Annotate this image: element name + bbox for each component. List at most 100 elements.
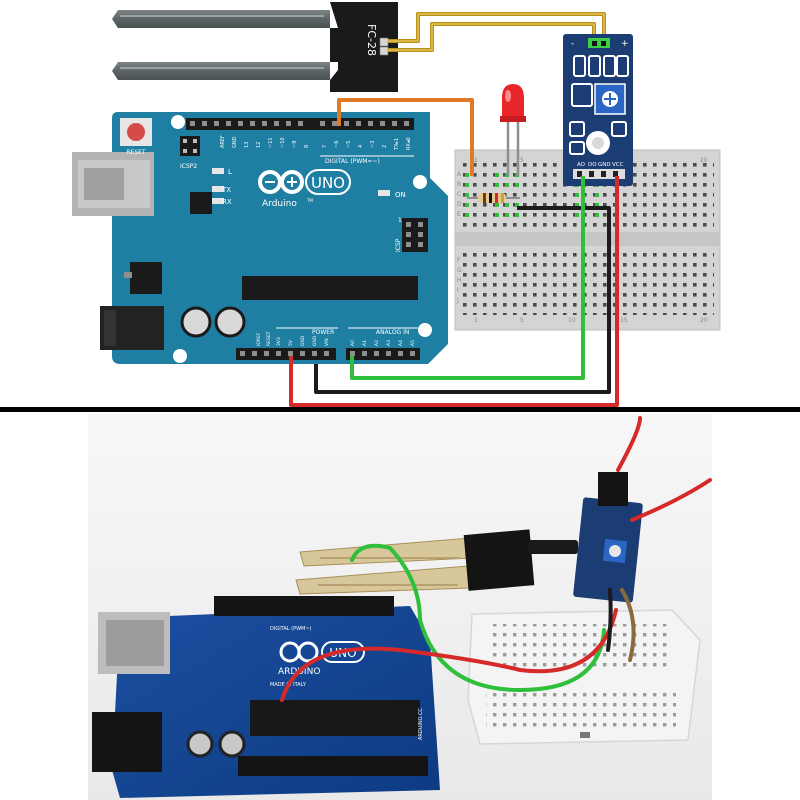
photo-arduino-board: UNO ARDUINO MADE IN ITALY DIGITAL (PWM~)… bbox=[92, 596, 440, 798]
digital-pin-labels: AREF GND 13 12 ~11 ~10 ~9 8 7 ~6 ~5 4 ~3… bbox=[220, 135, 412, 151]
photo-wire-brown bbox=[620, 588, 636, 662]
col-number: 1 bbox=[474, 317, 478, 324]
photo-power-jack bbox=[92, 712, 162, 772]
row-letter: J bbox=[456, 297, 459, 304]
wire-gnd bbox=[314, 206, 611, 394]
mount-hole bbox=[413, 175, 427, 189]
probe-head bbox=[330, 2, 398, 92]
led bbox=[500, 84, 526, 176]
photo-digital-header bbox=[214, 596, 394, 616]
pin-label: A4 bbox=[398, 340, 404, 346]
row-letter: G bbox=[457, 267, 462, 274]
probe-prong-bottom bbox=[112, 62, 330, 80]
photo-wire-black bbox=[606, 588, 613, 652]
photo-wire-red-top bbox=[616, 416, 642, 472]
pin-label: ~10 bbox=[280, 137, 286, 148]
probe-prong-top bbox=[112, 10, 330, 28]
power-pin-labels: IOREF RESET 3V3 5V GND GND VIN bbox=[256, 331, 330, 346]
photo-wire-red-right bbox=[630, 478, 712, 522]
photo-breadboard bbox=[467, 609, 701, 745]
photo-wires bbox=[280, 416, 712, 702]
voltage-regulator bbox=[130, 262, 162, 294]
col-number: 20 bbox=[700, 157, 708, 164]
pin-label: 13 bbox=[244, 142, 250, 148]
usb-chip bbox=[190, 192, 212, 214]
pin-label: IOREF bbox=[256, 332, 262, 346]
pin-label: 3V3 bbox=[276, 337, 282, 346]
power-label: POWER bbox=[312, 329, 334, 336]
rx-label: RX bbox=[222, 198, 232, 206]
breadboard-row-letters: A B C D E F G H I J bbox=[456, 171, 462, 304]
breadboard-bottom-holes bbox=[462, 250, 714, 315]
pin-label: ~9 bbox=[292, 141, 298, 148]
analog-header bbox=[346, 348, 420, 360]
pin-label: RESET bbox=[266, 331, 272, 346]
analog-pin-labels: A0 A1 A2 A3 A4 A5 bbox=[350, 340, 416, 346]
photo-panel: UNO ARDUINO MADE IN ITALY DIGITAL (PWM~)… bbox=[88, 414, 712, 800]
row-letter: A bbox=[457, 171, 462, 178]
pin-label: 5V bbox=[288, 339, 294, 346]
tm-label: TM bbox=[306, 198, 313, 203]
row-letter: D bbox=[457, 201, 462, 208]
section-divider bbox=[0, 407, 800, 412]
pin-label: A0 bbox=[350, 340, 356, 346]
microcontroller-chip bbox=[242, 276, 418, 300]
row-letter: H bbox=[457, 277, 462, 284]
probe-model-label: FC-28 bbox=[365, 24, 378, 56]
col-number: 20 bbox=[700, 317, 708, 324]
brand-label: Arduino bbox=[262, 199, 297, 209]
pin-label: ~3 bbox=[370, 141, 376, 148]
breadboard-channel bbox=[455, 232, 720, 246]
digital-label: DIGITAL (PWM=~) bbox=[325, 158, 380, 165]
power-header bbox=[236, 348, 336, 360]
photo-site-label: ARDUINO.CC bbox=[418, 708, 424, 740]
analog-label: ANALOG IN bbox=[376, 329, 409, 336]
on-label: ON bbox=[395, 191, 406, 199]
icsp-label: ICSP bbox=[395, 238, 402, 252]
module-pin-label: AO bbox=[577, 162, 586, 168]
mount-hole bbox=[418, 323, 432, 337]
uno-label: UNO bbox=[311, 174, 345, 192]
tx-label: TX bbox=[221, 186, 231, 194]
pin-label: 2 bbox=[382, 145, 388, 148]
reset-label: RESET bbox=[126, 149, 146, 156]
module-pin-label: VCC bbox=[612, 162, 624, 168]
resistor bbox=[467, 193, 520, 203]
arduino-logo: UNO Arduino TM bbox=[258, 169, 351, 209]
led-body bbox=[502, 84, 524, 118]
row-letter: I bbox=[457, 287, 459, 294]
col-number: 1 bbox=[474, 157, 478, 164]
capacitor bbox=[180, 306, 212, 338]
row-letter: E bbox=[457, 211, 461, 218]
mount-hole bbox=[173, 349, 187, 363]
photo-soil-probe bbox=[295, 529, 578, 595]
col-number: 10 bbox=[568, 317, 576, 324]
icsp-header bbox=[402, 218, 428, 252]
col-number: 5 bbox=[520, 157, 524, 164]
probe-wires bbox=[388, 12, 606, 52]
icsp-number: 1 bbox=[398, 217, 402, 224]
module-potentiometer bbox=[594, 83, 626, 115]
module-minus-label: - bbox=[571, 39, 574, 49]
pin-label: RX◂0 bbox=[406, 137, 412, 150]
pin-label: ~5 bbox=[346, 141, 352, 148]
icsp2-label: ICSP2 bbox=[180, 163, 197, 170]
photo-digital-label: DIGITAL (PWM~) bbox=[270, 626, 312, 632]
module-pin-label: GND bbox=[598, 162, 611, 168]
wiring-diagram: A B C D E F G H I J 1 5 10 15 20 1 5 10 … bbox=[72, 2, 721, 407]
led-l-label: L bbox=[228, 168, 232, 176]
pin-label: A3 bbox=[386, 340, 392, 346]
photo-wire-green bbox=[350, 543, 606, 693]
photo-chip bbox=[250, 700, 420, 736]
col-number: 5 bbox=[520, 317, 524, 324]
photo-wire-red bbox=[280, 608, 618, 702]
pin-label: GND bbox=[300, 335, 306, 346]
soil-moisture-probe: FC-28 bbox=[112, 2, 398, 92]
probe-pin bbox=[379, 37, 389, 47]
arduino-uno-board: RESET ICSP2 AREF GND 13 12 ~11 ~10 ~9 8 … bbox=[72, 112, 448, 364]
pin-label: ~6 bbox=[334, 141, 340, 148]
col-number: 15 bbox=[620, 317, 628, 324]
module-plus-label: + bbox=[621, 39, 629, 49]
pin-label: ~11 bbox=[268, 137, 274, 148]
wire-5v bbox=[289, 176, 619, 407]
